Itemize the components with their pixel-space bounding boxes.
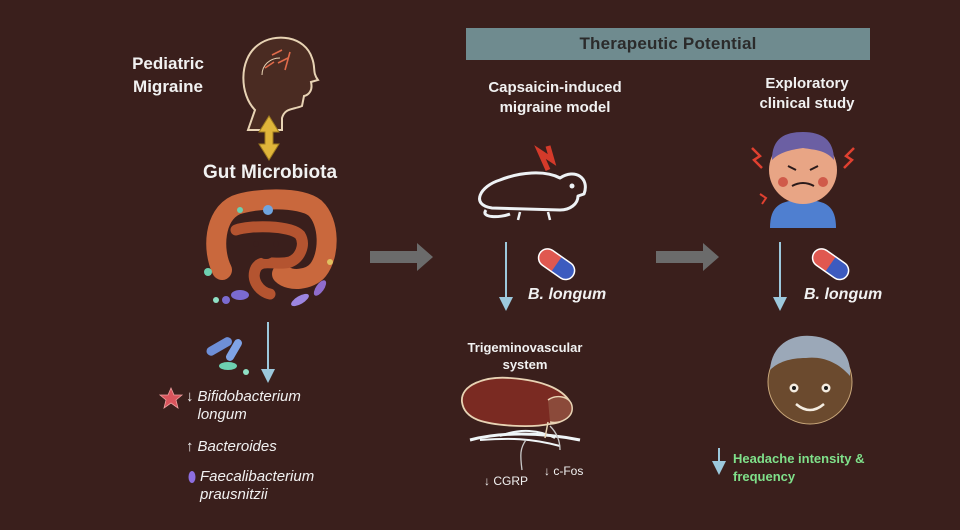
brain-icon [461,376,581,447]
double-arrow-icon [258,115,280,161]
capsule-icon-middle [537,248,576,281]
gut-microbiota-label: Gut Microbiota [202,162,338,183]
trigeminovascular-label: Trigeminovascular system [467,340,583,372]
clinical-study-label: Exploratory clinical study [759,75,855,112]
change-arrow: ↑ [186,438,194,455]
b-longum-label-right: B. longum [804,286,883,303]
cfos-label: ↓ c-Fos [544,464,584,478]
faecalibacterium-label: Faecalibacterium prausnitzii [200,468,315,503]
flow-arrow-2 [656,243,719,271]
change-arrow: ↓ [186,388,194,405]
flow-arrow-1 [370,243,433,271]
capsaicin-model-label: Capsaicin-induced migraine model [488,79,622,116]
bacteria-icon [206,337,249,375]
pediatric-migraine-label: Pediatric Migraine [132,54,204,96]
intestine-icon [204,189,337,307]
cgrp-pointer [520,439,527,471]
star-icon [158,386,184,409]
child-head-icon [242,36,320,131]
bacteroides-label: Bacteroides [197,438,277,455]
change-row-bacteroides: ↑ Bacteroides [186,438,277,455]
capsule-icon-right [811,248,850,281]
headache-outcome-label: Headache intensity & frequency [733,451,865,484]
cgrp-label: ↓ CGRP [484,474,529,488]
happy-child-icon [767,335,853,425]
change-row-bifidobacterium: ↓ Bifidobacterium longum [186,388,301,424]
bifidobacterium-label: Bifidobacterium longum [197,388,301,423]
b-longum-label-middle: B. longum [528,286,607,303]
cfos-pointer [549,425,561,451]
mouse-icon [478,145,587,221]
faecalibacterium-marker-icon [188,471,196,483]
distressed-child-icon [750,122,856,228]
therapeutic-potential-banner: Therapeutic Potential [466,28,870,60]
change-row-faecalibacterium: Faecalibacterium prausnitzii [200,468,314,504]
